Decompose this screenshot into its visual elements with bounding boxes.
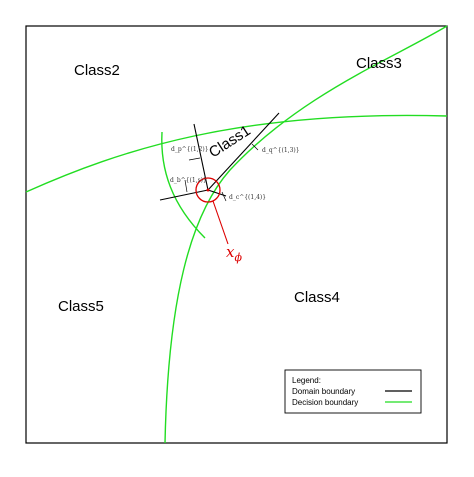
domain-boundaries: [159, 112, 280, 201]
region-label-class1: Class1: [206, 122, 254, 161]
region-label-class3: Class3: [356, 55, 402, 72]
tick-top: [188, 157, 201, 161]
query-point-dot: [206, 188, 210, 192]
domain-line-to-top: [193, 123, 209, 191]
region-label-class5: Class5: [58, 298, 104, 315]
region-label-class4: Class4: [294, 289, 340, 306]
decision-boundary-left-arc: [161, 131, 206, 239]
tick-right-small: [221, 191, 227, 202]
query-point-circle: [195, 177, 221, 203]
plot-frame: [25, 25, 448, 444]
domain-line-to-left: [159, 189, 209, 201]
domain-line-to-class3-corner: [207, 112, 280, 191]
tick-left: [184, 179, 188, 193]
distance-ticks: [184, 143, 259, 202]
distance-label-left: d_b^{(1,s)}: [170, 177, 207, 184]
legend-label-decision: Decision boundary: [292, 398, 358, 407]
decision-boundary-top-arc: [25, 114, 448, 193]
distance-label-near: d_c^{(1,4)}: [229, 194, 266, 201]
decision-boundaries: [25, 25, 448, 444]
query-point-pointer: [212, 200, 229, 245]
legend-title: Legend:: [292, 376, 321, 385]
legend: Legend: Domain boundary Decision boundar…: [284, 369, 422, 414]
legend-label-domain: Domain boundary: [292, 387, 355, 396]
distance-label-right: d_q^{(1,3)}: [262, 147, 300, 154]
query-point-label: xϕ: [226, 243, 242, 264]
decision-boundary-right-arc: [164, 25, 448, 444]
region-label-class2: Class2: [74, 62, 120, 79]
tick-right: [251, 143, 259, 151]
distance-label-top: d_p^{(1,2)}: [171, 146, 209, 153]
